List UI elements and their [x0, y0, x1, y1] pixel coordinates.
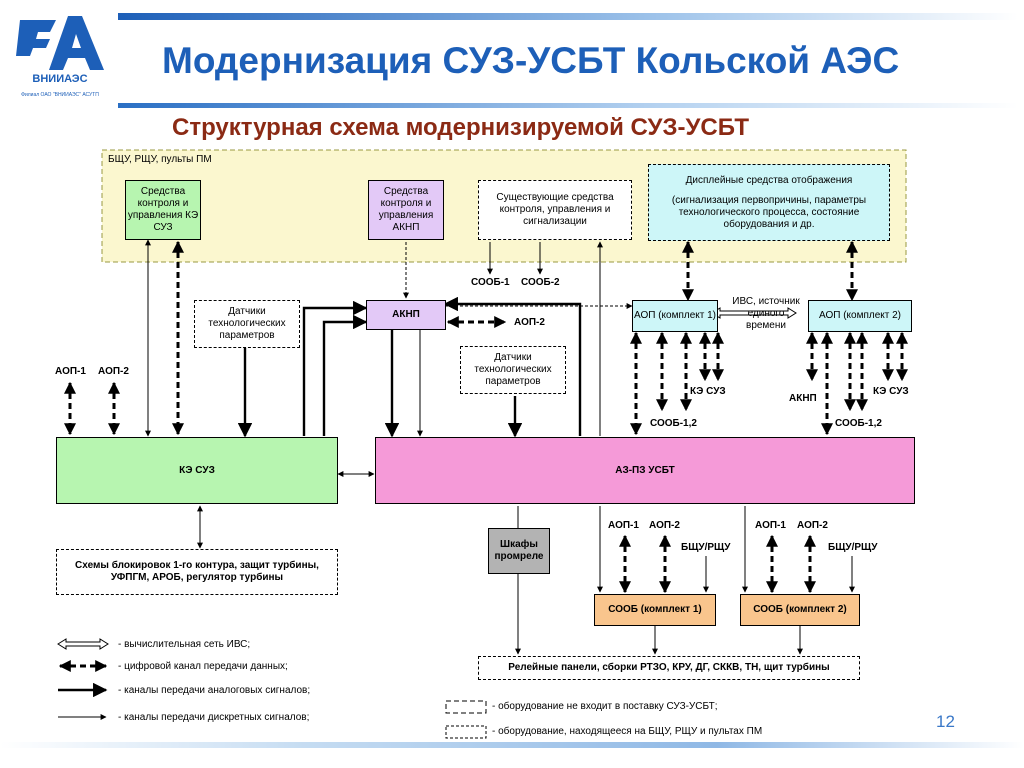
legend-analog-channel: - каналы передачи аналоговых сигналов;	[118, 685, 311, 696]
az-pz-usbt-box: АЗ-ПЗ УСБТ	[375, 437, 915, 504]
label-s2-aop1: АОП-1	[755, 520, 786, 531]
soob-set1-box: СООБ (комплект 1)	[594, 594, 716, 626]
label-soob2: СООБ-2	[521, 277, 560, 288]
logo	[6, 6, 118, 102]
label-ke-suz-a: КЭ СУЗ	[690, 386, 726, 397]
page-title: Модернизация СУЗ-УСБТ Кольской АЭС	[162, 40, 900, 81]
label-ke-suz-b: КЭ СУЗ	[873, 386, 909, 397]
aop-set1-box: АОП (комплект 1)	[632, 300, 718, 332]
header-bottom-bar	[118, 103, 1018, 108]
soob-set2-box: СООБ (комплект 2)	[740, 594, 860, 626]
legend-on-bshu: - оборудование, находящееся на БЩУ, РЩУ …	[492, 726, 763, 737]
logo-mark-icon	[16, 16, 104, 70]
ivs-label: ИВС, источник единого времени	[732, 296, 800, 331]
sensors-box-2: Датчики технологических параметров	[460, 346, 566, 394]
legend-ivs-network: - вычислительная сеть ИВС;	[118, 639, 251, 650]
ke-suz-box: КЭ СУЗ	[56, 437, 338, 504]
label-s2-aop2: АОП-2	[797, 520, 828, 531]
logo-tagline: Филиал ОАО "ВНИИАЭС" АСУТП	[21, 92, 99, 98]
label-aop2-aknp: АОП-2	[514, 317, 545, 328]
label-s2-bshu: БЩУ/РЩУ	[828, 542, 878, 553]
aknp-controls-box: Средства контроля и управления АКНП	[368, 180, 444, 240]
label-soob12-b: СООБ-1,2	[835, 418, 882, 429]
label-aop2-left: АОП-2	[98, 366, 129, 377]
relay-panels-box: Релейные панели, сборки РТЗО, КРУ, ДГ, С…	[478, 656, 860, 680]
label-aknp-b: АКНП	[789, 393, 817, 404]
ke-suz-controls-box: Средства контроля и управления КЭ СУЗ	[125, 180, 201, 240]
label-aop1-left: АОП-1	[55, 366, 86, 377]
label-soob12-a: СООБ-1,2	[650, 418, 697, 429]
logo-name: ВНИИАЭС	[32, 73, 88, 85]
interlocks-box: Схемы блокировок 1-го контура, защит тур…	[56, 549, 338, 595]
display-box-title: Дисплейные средства отображения	[685, 174, 853, 186]
label-soob1: СООБ-1	[471, 277, 510, 288]
legend-digital-channel: - цифровой канал передачи данных;	[118, 661, 288, 672]
label-s1-aop1: АОП-1	[608, 520, 639, 531]
aop-set2-box: АОП (комплект 2)	[808, 300, 912, 332]
legend-discrete-channel: - каналы передачи дискретных сигналов;	[118, 712, 310, 723]
label-s1-aop2: АОП-2	[649, 520, 680, 531]
label-s1-bshu: БЩУ/РЩУ	[681, 542, 731, 553]
display-box-body: (сигнализация первопричины, параметры те…	[671, 194, 867, 230]
footer-bar	[0, 742, 1024, 748]
aknp-box: АКНП	[366, 300, 446, 330]
existing-controls-box: Существующие средства контроля, управлен…	[478, 180, 632, 240]
relay-cabinets-box: Шкафы промреле	[488, 528, 550, 574]
legend-not-supplied: - оборудование не входит в поставку СУЗ-…	[492, 701, 718, 712]
display-box: Дисплейные средства отображения (сигнали…	[648, 164, 890, 241]
page-number: 12	[936, 712, 955, 731]
top-zone-label: БЩУ, РЩУ, пульты ПМ	[108, 154, 212, 165]
header-top-bar	[118, 13, 1018, 20]
sensors-box-1: Датчики технологических параметров	[194, 300, 300, 348]
diagram-subtitle: Структурная схема модернизируемой СУЗ-УС…	[172, 114, 750, 141]
legend-symbols	[57, 638, 487, 739]
